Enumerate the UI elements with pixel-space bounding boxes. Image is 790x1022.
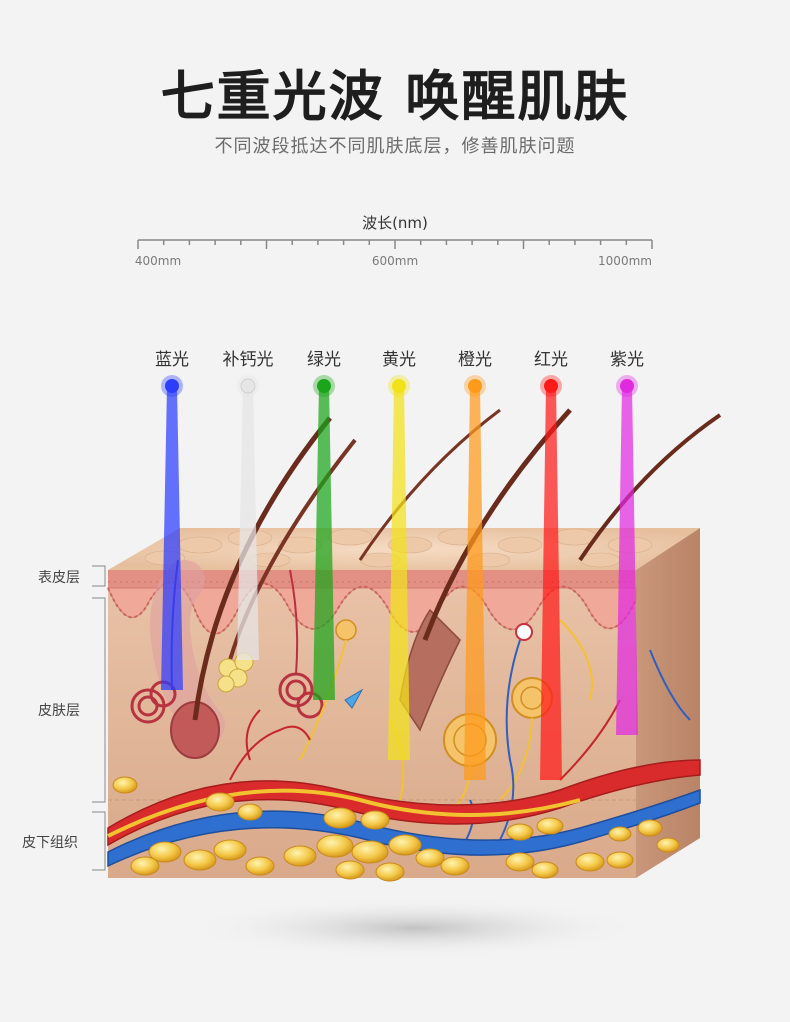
light-label-yellow: 黄光	[382, 350, 416, 370]
hair-shaft-right	[578, 413, 722, 562]
bracket-subcutaneous	[92, 811, 106, 871]
layer-label-subcutaneous: 皮下组织	[22, 835, 78, 851]
tick-label-400: 400mm	[134, 254, 182, 268]
main-nerve	[107, 788, 581, 838]
page-subtitle: 不同波段抵达不同肌肤底层，修善肌肤问题	[214, 136, 576, 157]
light-beam-orange	[464, 386, 486, 780]
light-dot-red	[544, 379, 558, 393]
capillaries	[229, 699, 621, 781]
light-dot-blue	[165, 379, 179, 393]
light-beam-yellow	[388, 386, 410, 760]
light-dot-yellow	[392, 379, 406, 393]
hair-shaft-left	[192, 416, 332, 721]
hair-shaft-top	[358, 408, 501, 561]
light-label-calcium: 补钙光	[222, 350, 274, 370]
ruler-ticks	[137, 240, 653, 249]
light-beam-calcium	[237, 386, 259, 660]
light-label-red: 红光	[534, 350, 568, 370]
artery	[107, 759, 701, 847]
light-dot-calcium	[240, 378, 256, 394]
light-label-orange: 橙光	[458, 350, 492, 370]
wavelength-ruler	[137, 239, 653, 249]
light-label-green: 绿光	[307, 350, 341, 370]
light-label-purple: 紫光	[610, 350, 644, 370]
tick-label-1000: 1000mm	[598, 254, 652, 268]
light-beam-red	[540, 386, 562, 780]
light-dot-purple	[620, 379, 634, 393]
sebaceous-gland	[217, 652, 254, 693]
bracket-dermis	[92, 597, 106, 803]
layer-label-epidermis: 表皮层	[38, 570, 80, 586]
layer-label-dermis: 皮肤层	[38, 703, 80, 719]
bracket-epidermis	[92, 565, 106, 587]
fat-cells	[112, 776, 680, 882]
light-beam-blue	[161, 386, 183, 690]
page-title: 七重光波 唤醒肌肤	[160, 65, 630, 128]
light-beam-green	[313, 386, 335, 700]
light-beam-purple	[616, 386, 638, 735]
skin-side-face	[636, 528, 700, 878]
block-shadow	[185, 898, 645, 958]
light-beams	[161, 375, 638, 780]
wavelength-axis-label: 波长(nm)	[362, 214, 428, 232]
light-dot-orange	[468, 379, 482, 393]
hair-bulb-left	[170, 701, 220, 759]
light-label-blue: 蓝光	[155, 350, 189, 370]
tick-label-600: 600mm	[371, 254, 419, 268]
light-dot-green	[317, 379, 331, 393]
